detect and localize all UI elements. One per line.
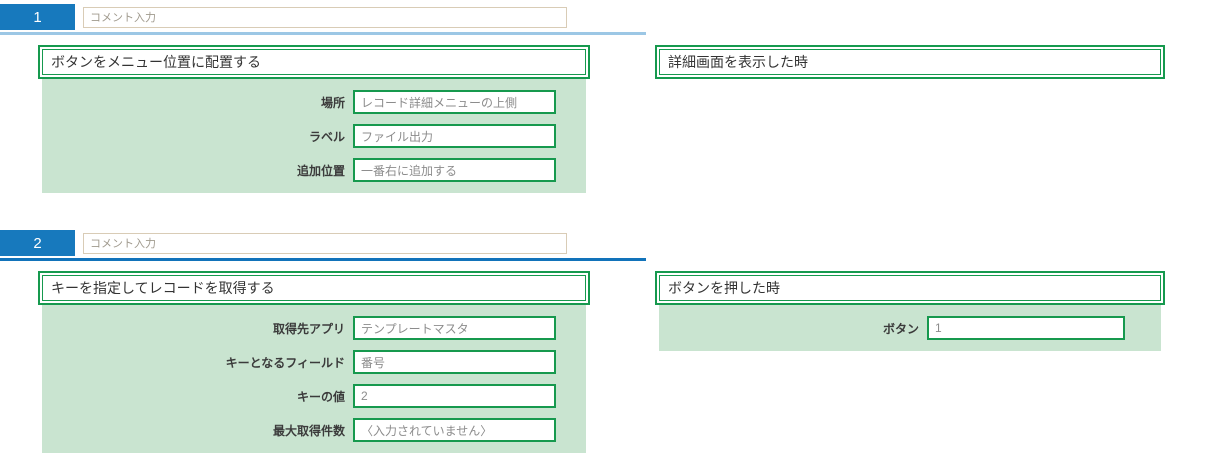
action-title[interactable]: ボタンをメニュー位置に配置する — [38, 45, 590, 79]
field-label: 取得先アプリ — [272, 321, 345, 336]
action-card: ボタンをメニュー位置に配置する 場所 ラベル 追加位置 — [38, 45, 590, 193]
trigger-card: ボタンを押した時 ボタン — [655, 271, 1165, 453]
comment-input[interactable] — [83, 233, 567, 254]
action-card: キーを指定してレコードを取得する 取得先アプリ キーとなるフィールド キーの値 … — [38, 271, 590, 453]
step-2-header: 2 — [0, 230, 1205, 256]
step-number-badge[interactable]: 1 — [0, 4, 75, 30]
field-row: キーとなるフィールド — [42, 350, 586, 374]
field-row: 取得先アプリ — [42, 316, 586, 340]
field-input[interactable] — [353, 350, 556, 374]
field-label: ラベル — [308, 129, 345, 144]
field-row: ラベル — [42, 124, 586, 148]
field-label: キーの値 — [296, 389, 345, 404]
trigger-title[interactable]: ボタンを押した時 — [655, 271, 1165, 305]
step-divider — [0, 32, 646, 35]
action-title[interactable]: キーを指定してレコードを取得する — [38, 271, 590, 305]
step-1-header: 1 — [0, 4, 1205, 30]
step-1: 1 ボタンをメニュー位置に配置する 場所 ラベル 追加位置 — [0, 0, 1205, 193]
field-row: キーの値 — [42, 384, 586, 408]
step-2: 2 キーを指定してレコードを取得する 取得先アプリ キーとなるフィールド キーの… — [0, 230, 1205, 453]
field-input[interactable] — [353, 384, 556, 408]
field-input[interactable] — [353, 418, 556, 442]
field-input[interactable] — [353, 124, 556, 148]
field-row: ボタン — [659, 316, 1161, 340]
step-divider — [0, 258, 646, 261]
field-row: 追加位置 — [42, 158, 586, 182]
field-input[interactable] — [353, 90, 556, 114]
field-label: 場所 — [320, 95, 345, 110]
field-label: キーとなるフィールド — [225, 355, 345, 370]
action-card-body: 取得先アプリ キーとなるフィールド キーの値 最大取得件数 — [42, 305, 586, 453]
field-row: 最大取得件数 — [42, 418, 586, 442]
step-number-badge[interactable]: 2 — [0, 230, 75, 256]
field-row: 場所 — [42, 90, 586, 114]
field-label: 最大取得件数 — [272, 423, 345, 438]
step-2-cards: キーを指定してレコードを取得する 取得先アプリ キーとなるフィールド キーの値 … — [38, 271, 1205, 453]
trigger-title[interactable]: 詳細画面を表示した時 — [655, 45, 1165, 79]
field-label: 追加位置 — [296, 163, 345, 178]
trigger-card: 詳細画面を表示した時 — [655, 45, 1165, 193]
trigger-card-body: ボタン — [659, 305, 1161, 351]
comment-input[interactable] — [83, 7, 567, 28]
field-input[interactable] — [353, 158, 556, 182]
field-label: ボタン — [882, 321, 919, 336]
field-input[interactable] — [927, 316, 1125, 340]
step-1-cards: ボタンをメニュー位置に配置する 場所 ラベル 追加位置 詳細画面を表示した時 — [38, 45, 1205, 193]
field-input[interactable] — [353, 316, 556, 340]
action-card-body: 場所 ラベル 追加位置 — [42, 79, 586, 193]
